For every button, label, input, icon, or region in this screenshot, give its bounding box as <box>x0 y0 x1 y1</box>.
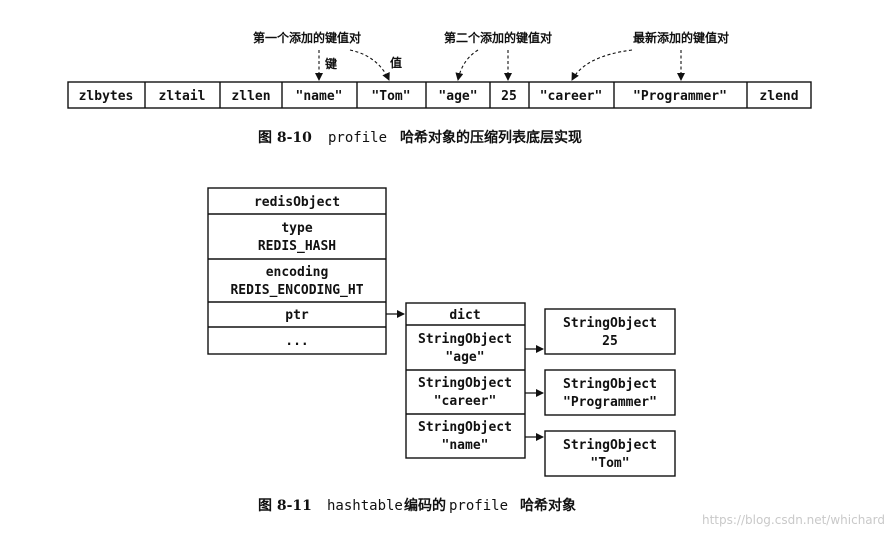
caption-8-10-code: profile <box>328 130 387 146</box>
caption-8-11-number: 图 8-11 <box>258 498 312 514</box>
dict-key-name-type: StringObject <box>418 420 512 435</box>
ziplist-entry-programmer: "Programmer" <box>633 89 727 104</box>
label-value: 值 <box>390 55 402 70</box>
watermark-url: https://blog.csdn.net/whichard <box>702 513 885 527</box>
arrow-value <box>349 49 390 81</box>
ziplist-entry-tom: "Tom" <box>371 89 410 104</box>
caption-8-11-text2: 哈希对象 <box>520 497 576 514</box>
label-second-pair: 第二个添加的键值对 <box>444 30 552 45</box>
value-object-programmer-value: "Programmer" <box>563 395 657 410</box>
caption-8-11-code1: hashtable <box>327 498 403 514</box>
label-key: 键 <box>324 56 337 71</box>
ziplist-entry-name: "name" <box>296 89 343 104</box>
ziplist-row: zlbytes zltail zllen "name" "Tom" "age" … <box>67 81 812 109</box>
caption-8-11-code2: profile <box>449 498 508 514</box>
redis-object-encoding-value: REDIS_ENCODING_HT <box>230 283 363 298</box>
redis-object-box: redisObject type REDIS_HASH encoding RED… <box>207 187 387 355</box>
redis-object-type-value: REDIS_HASH <box>258 239 336 254</box>
redis-object-type-label: type <box>281 221 312 236</box>
dict-key-age-value: "age" <box>445 350 484 365</box>
value-object-programmer-type: StringObject <box>563 377 657 392</box>
value-object-tom-type: StringObject <box>563 438 657 453</box>
caption-8-10-text: 哈希对象的压缩列表底层实现 <box>400 129 582 146</box>
value-object-tom: StringObject "Tom" <box>544 430 676 477</box>
caption-fig-8-11: 图 8-11 hashtable 编码的 profile 哈希对象 <box>258 495 576 514</box>
ziplist-entry-zltail: zltail <box>159 89 206 104</box>
ziplist-entry-age: "age" <box>438 89 477 104</box>
label-newest-pair: 最新添加的键值对 <box>633 30 729 45</box>
dict-outline <box>405 302 526 459</box>
dict-key-age-type: StringObject <box>418 332 512 347</box>
value-object-programmer-outline <box>544 369 676 416</box>
redis-object-encoding-label: encoding <box>266 265 329 280</box>
ziplist-entry-zlend: zlend <box>759 89 798 104</box>
value-object-25-type: StringObject <box>563 316 657 331</box>
ziplist-entry-25: 25 <box>501 89 517 104</box>
value-object-25-outline <box>544 308 676 355</box>
dict-box: dict StringObject "age" StringObject "ca… <box>405 302 526 459</box>
arrow-second-key <box>455 49 479 81</box>
value-object-25: StringObject 25 <box>544 308 676 355</box>
label-first-pair: 第一个添加的键值对 <box>253 30 361 45</box>
dict-key-name-value: "name" <box>442 438 489 453</box>
caption-8-10-number: 图 8-10 <box>258 130 312 146</box>
value-object-tom-value: "Tom" <box>590 456 629 471</box>
caption-fig-8-10: 图 8-10 profile 哈希对象的压缩列表底层实现 <box>258 127 582 146</box>
ziplist-entry-zllen: zllen <box>231 89 270 104</box>
annotation-arrows <box>315 49 685 81</box>
ziplist-outline <box>67 81 812 109</box>
caption-8-11-text1: 编码的 <box>404 497 446 514</box>
redis-object-header: redisObject <box>254 195 340 210</box>
ziplist-entry-zlbytes: zlbytes <box>79 89 134 104</box>
arrow-newest-key <box>571 49 633 81</box>
redis-object-ptr: ptr <box>285 308 309 323</box>
dict-key-career-value: "career" <box>434 394 497 409</box>
value-object-programmer: StringObject "Programmer" <box>544 369 676 416</box>
ziplist-entry-career: "career" <box>540 89 603 104</box>
dict-header: dict <box>449 308 480 323</box>
redis-object-ellipsis: ... <box>285 334 308 349</box>
value-object-25-value: 25 <box>602 334 618 349</box>
value-object-tom-outline <box>544 430 676 477</box>
dict-key-career-type: StringObject <box>418 376 512 391</box>
